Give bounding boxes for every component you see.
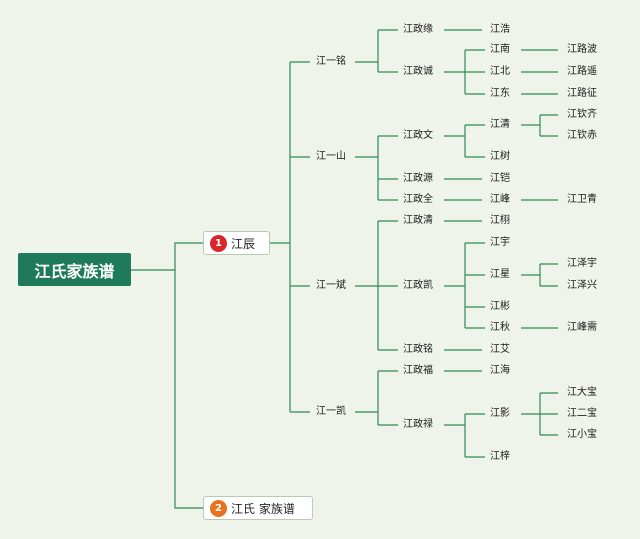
gen4-node[interactable]: 江路征 — [567, 88, 597, 99]
gen4-node[interactable]: 江钦齐 — [567, 109, 597, 120]
branch-node-jiangchen[interactable]: 1 江辰 — [203, 231, 270, 255]
gen4-node[interactable]: 江钦赤 — [567, 130, 597, 141]
gen2-node[interactable]: 江政铭 — [403, 344, 433, 355]
branch-label: 江氏 家族谱 — [231, 501, 295, 516]
gen2-node[interactable]: 江政福 — [403, 365, 433, 376]
gen3-node[interactable]: 江彬 — [490, 301, 510, 312]
gen4-node[interactable]: 江路遥 — [567, 66, 597, 77]
gen3-node[interactable]: 江梓 — [490, 451, 510, 462]
gen3-node[interactable]: 江清 — [490, 119, 510, 130]
branch-label: 江辰 — [231, 236, 256, 251]
gen4-node[interactable]: 江泽兴 — [567, 280, 597, 291]
gen3-node[interactable]: 江浩 — [490, 24, 510, 35]
gen3-node[interactable]: 江秋 — [490, 322, 510, 333]
gen2-node[interactable]: 江政全 — [403, 194, 433, 205]
gen4-node[interactable]: 江二宝 — [567, 408, 597, 419]
gen1-node[interactable]: 江一斌 — [316, 280, 346, 291]
gen1-node[interactable]: 江一凯 — [316, 406, 346, 417]
gen2-node[interactable]: 江政禄 — [403, 419, 433, 430]
gen2-node[interactable]: 江政文 — [403, 130, 433, 141]
gen3-node[interactable]: 江艾 — [490, 344, 510, 355]
gen2-node[interactable]: 江政凯 — [403, 280, 433, 291]
gen2-node[interactable]: 江政源 — [403, 173, 433, 184]
gen3-node[interactable]: 江铠 — [490, 173, 510, 184]
gen4-node[interactable]: 江峰需 — [567, 322, 597, 333]
gen4-node[interactable]: 江卫青 — [567, 194, 597, 205]
priority-2-badge: 2 — [210, 499, 227, 517]
gen3-node[interactable]: 江东 — [490, 88, 510, 99]
gen3-node[interactable]: 江树 — [490, 151, 510, 162]
gen3-node[interactable]: 江宇 — [490, 237, 510, 248]
gen2-node[interactable]: 江政清 — [403, 215, 433, 226]
priority-1-badge: 1 — [210, 234, 227, 252]
gen3-node[interactable]: 江北 — [490, 66, 510, 77]
gen3-node[interactable]: 江栩 — [490, 215, 510, 226]
gen4-node[interactable]: 江泽宇 — [567, 258, 597, 269]
gen3-node[interactable]: 江星 — [490, 269, 510, 280]
branch-node-family-tree[interactable]: 2 江氏 家族谱 — [203, 496, 313, 520]
gen1-node[interactable]: 江一铭 — [316, 56, 346, 67]
gen3-node[interactable]: 江峰 — [490, 194, 510, 205]
gen4-node[interactable]: 江大宝 — [567, 387, 597, 398]
gen3-node[interactable]: 江影 — [490, 408, 510, 419]
gen1-node[interactable]: 江一山 — [316, 151, 346, 162]
gen2-node[interactable]: 江政诚 — [403, 66, 433, 77]
gen3-node[interactable]: 江南 — [490, 44, 510, 55]
root-node[interactable]: 江氏家族谱 — [18, 253, 131, 286]
gen4-node[interactable]: 江小宝 — [567, 429, 597, 440]
gen4-node[interactable]: 江路波 — [567, 44, 597, 55]
gen2-node[interactable]: 江政缘 — [403, 24, 433, 35]
gen3-node[interactable]: 江海 — [490, 365, 510, 376]
